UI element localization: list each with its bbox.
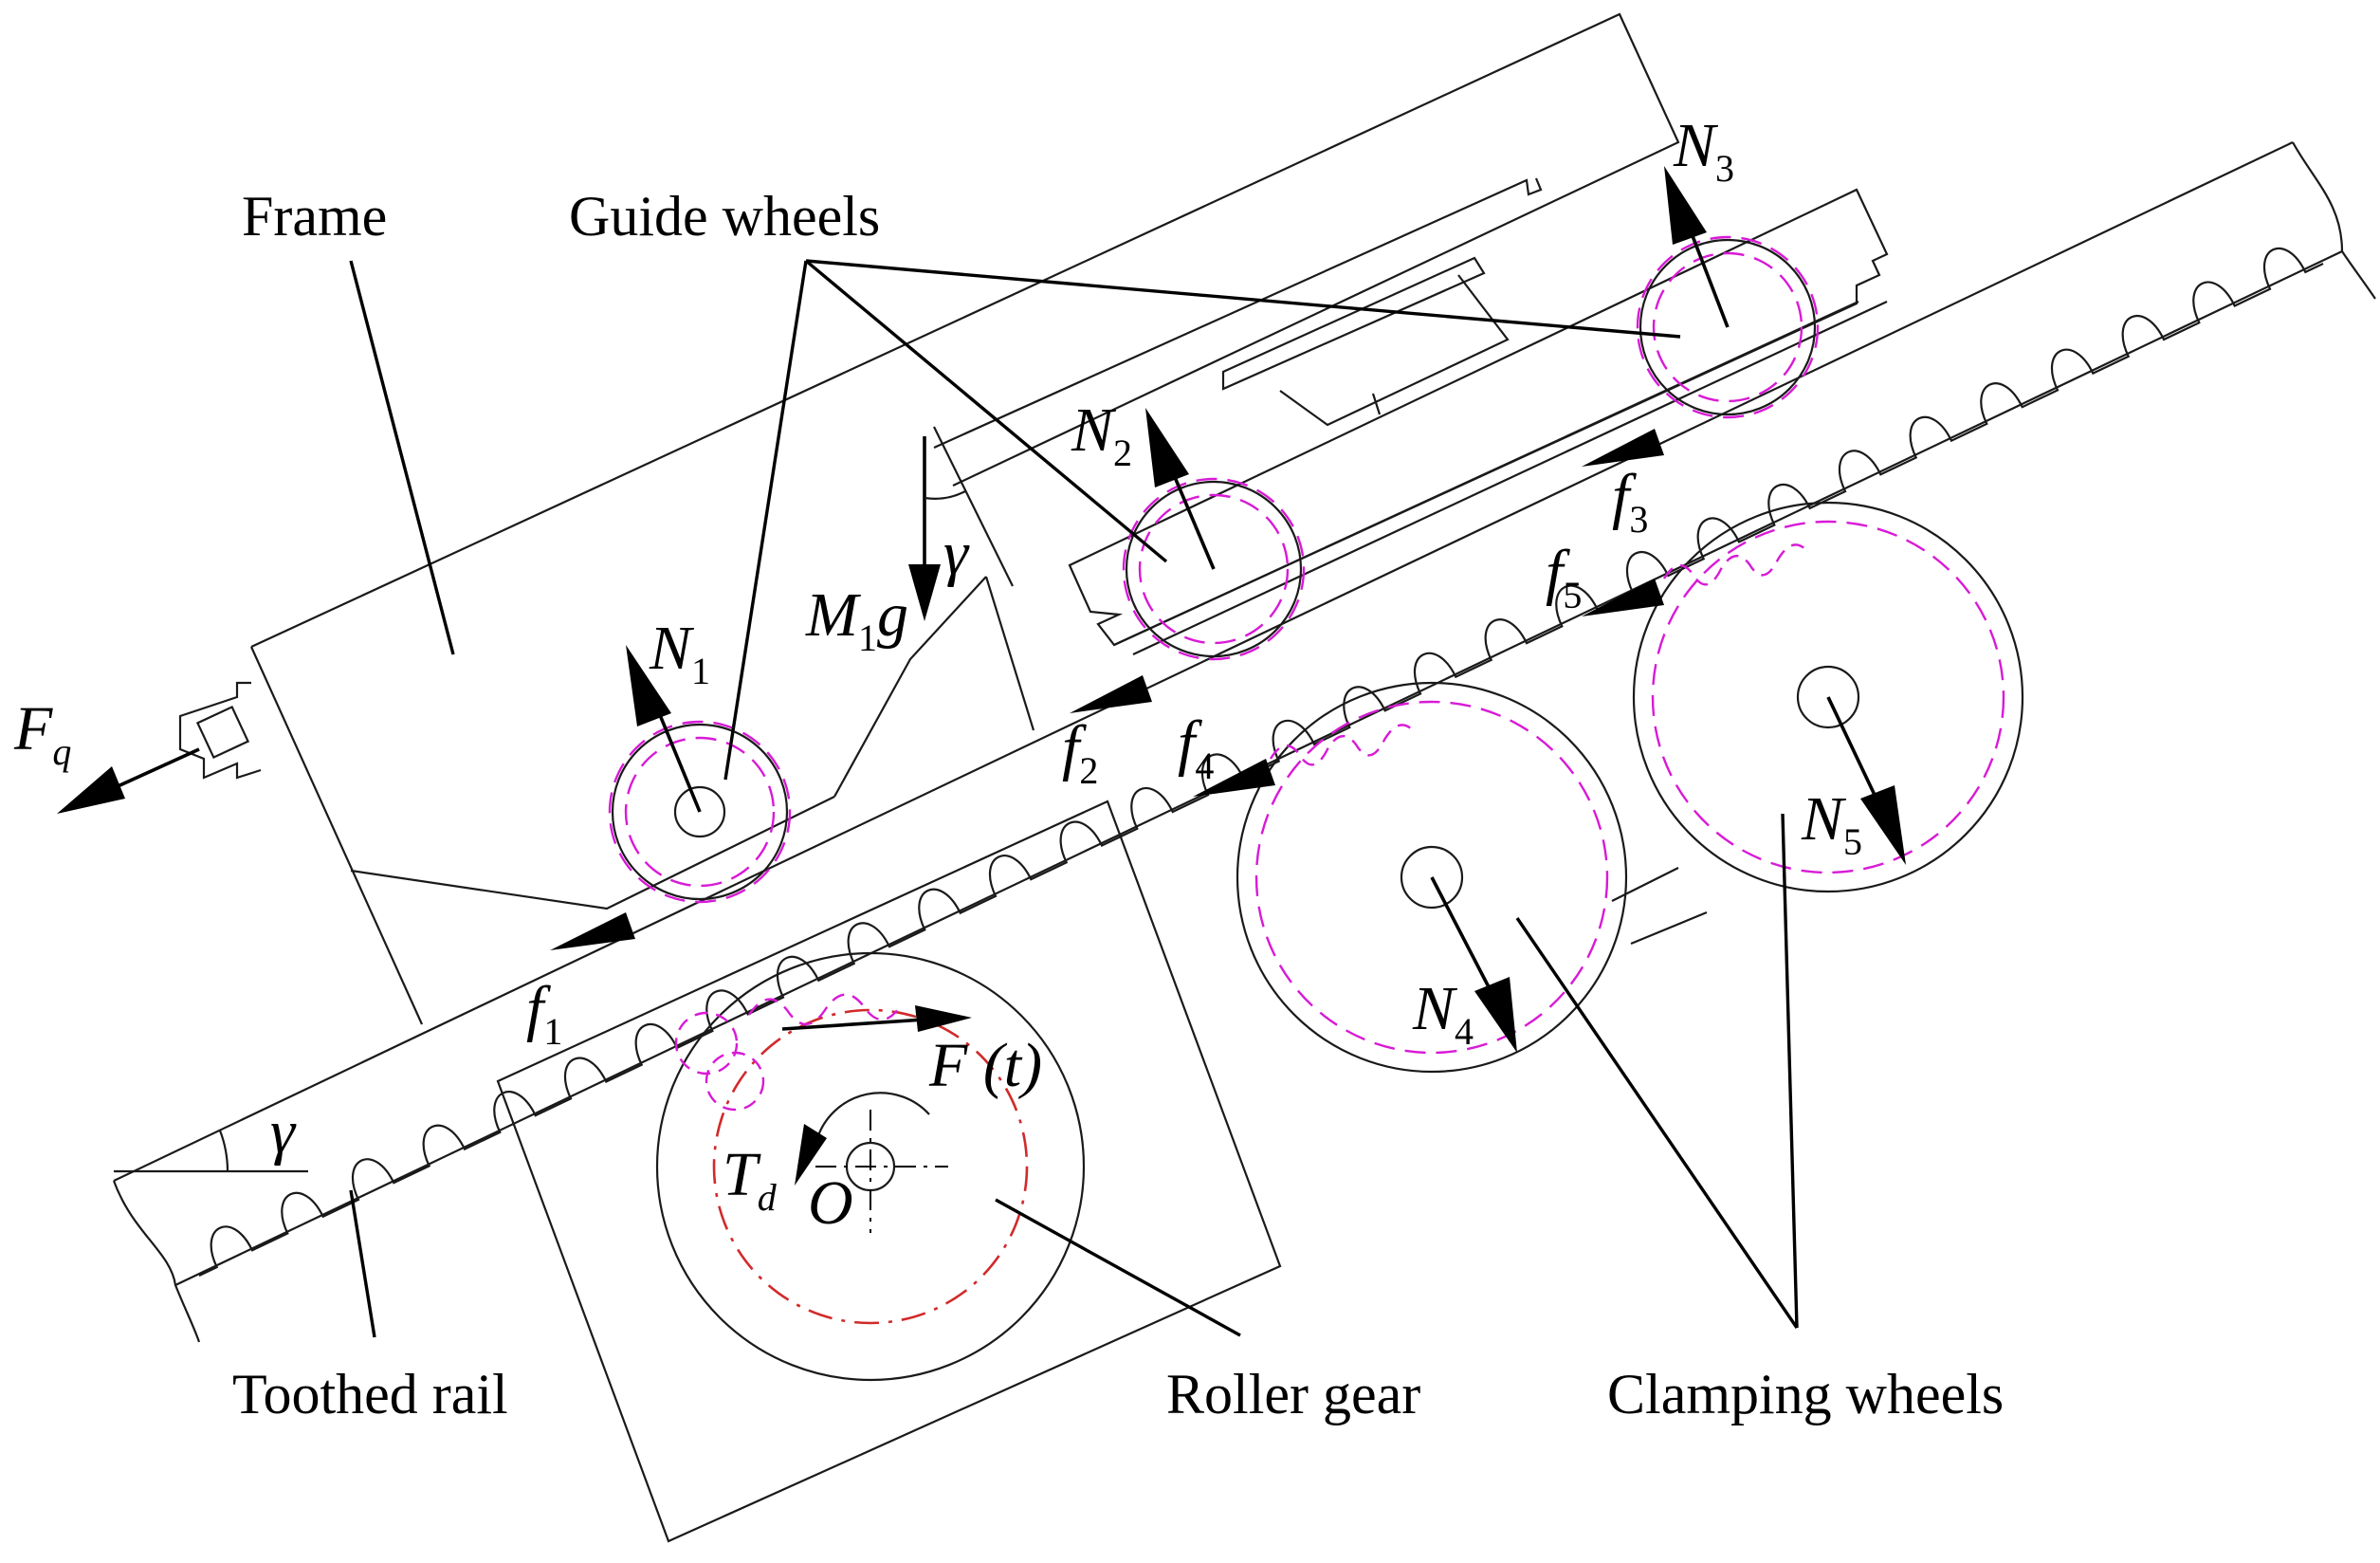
symbol-N5: N5 <box>1801 784 1862 863</box>
force-Fq-arrow <box>57 747 200 814</box>
roller-gear <box>655 951 1086 1382</box>
label-clamping-wheels: Clamping wheels <box>1607 1363 2004 1425</box>
force-N2-arrow <box>1145 408 1216 570</box>
force-f4-arrow <box>1193 759 1275 797</box>
symbol-f3: f3 <box>1612 462 1648 541</box>
force-f1-arrow <box>550 912 635 950</box>
symbol-Td: Td <box>723 1140 778 1219</box>
guide-wheel-3 <box>1636 235 1820 419</box>
symbol-f4: f4 <box>1178 708 1214 787</box>
clamping-wheel-5 <box>1632 501 2024 893</box>
label-roller-gear: Roller gear <box>1166 1363 1420 1425</box>
label-toothed-rail: Toothed rail <box>232 1363 508 1425</box>
label-frame: Frame <box>242 185 387 248</box>
rail-leader <box>349 1189 376 1338</box>
symbol-Ft: F (t) <box>928 1031 1042 1100</box>
symbol-M1g: M1g <box>805 580 908 659</box>
symbol-N3: N3 <box>1673 111 1734 190</box>
symbol-gamma-bottom: γ <box>270 1097 297 1167</box>
force-f3-arrow <box>1582 429 1664 467</box>
toothed-rail <box>112 141 2376 1343</box>
symbol-O: O <box>808 1168 853 1238</box>
clamp-leader-1 <box>1515 917 1799 1329</box>
symbol-N2: N2 <box>1071 395 1132 474</box>
force-Ft-arrow <box>781 1005 972 1032</box>
symbol-f2: f2 <box>1062 713 1098 792</box>
guide-wheel-2 <box>1122 477 1306 661</box>
force-N4-arrow <box>1430 876 1517 1053</box>
guide-wheel-1 <box>608 720 792 904</box>
guide-leader-2 <box>804 259 1168 563</box>
label-guide-wheels: Guide wheels <box>569 185 880 248</box>
symbol-f1: f1 <box>526 974 562 1053</box>
symbol-N1: N1 <box>649 614 710 692</box>
torque-Td-arrow <box>795 1124 827 1186</box>
clamp-leader-2 <box>1781 813 1799 1329</box>
frame-leader <box>349 260 455 655</box>
force-f2-arrow <box>1070 675 1152 713</box>
frame-body <box>178 12 1889 1543</box>
symbol-gamma-top: γ <box>943 519 970 588</box>
symbol-f5: f5 <box>1546 538 1582 616</box>
symbol-Fq: Fq <box>13 694 71 773</box>
force-N1-arrow <box>626 645 702 813</box>
gear-leader <box>995 1198 1241 1337</box>
force-N5-arrow <box>1826 696 1906 865</box>
guide-leader-3 <box>805 259 1681 339</box>
force-f5-arrow <box>1582 579 1664 616</box>
angle-gamma-bottom <box>114 1130 308 1173</box>
clamping-wheel-4 <box>1236 681 1628 1074</box>
force-M1g-arrow <box>908 426 1014 621</box>
symbol-N4: N4 <box>1412 974 1474 1053</box>
force-N3-arrow <box>1664 166 1730 328</box>
guide-leader-1 <box>723 260 808 781</box>
